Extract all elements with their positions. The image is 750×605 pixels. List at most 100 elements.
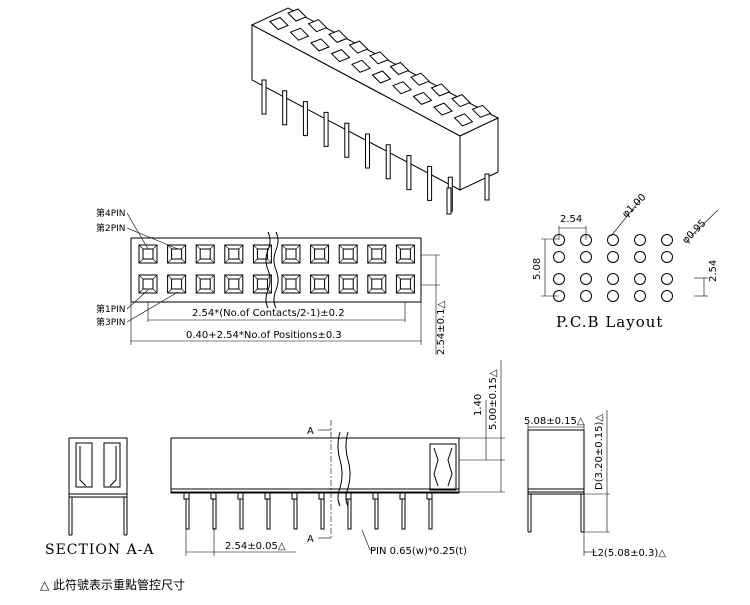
pcb-hole xyxy=(634,290,646,302)
iso-pin xyxy=(365,133,370,169)
front-pin-shoulder xyxy=(426,492,433,500)
top-socket-bevel xyxy=(253,258,258,264)
top-socket-bevel xyxy=(410,244,415,250)
front-pin xyxy=(293,498,298,530)
top-socket-bevel xyxy=(410,258,415,264)
iso-pin xyxy=(385,144,391,180)
side-view: 5.08±0.15△ D(3.20±0.15)△ L2(5.08±0.3)△ xyxy=(524,410,666,559)
iso-socket xyxy=(471,104,492,118)
iso-socket xyxy=(392,81,412,95)
top-socket-bevel xyxy=(281,258,287,264)
top-socket xyxy=(310,244,330,264)
pcb-row-sep: 5.08 xyxy=(532,258,543,280)
pcb-hole xyxy=(553,273,565,285)
top-socket xyxy=(138,274,158,294)
top-socket-inner xyxy=(399,248,411,260)
top-socket-bevel xyxy=(367,288,373,294)
top-socket xyxy=(395,274,415,294)
iso-pin xyxy=(484,173,490,201)
top-socket-inner xyxy=(371,278,383,290)
dim-pitch-bottom: 2.54±0.05△ xyxy=(225,541,286,552)
top-socket xyxy=(395,244,415,264)
iso-socket xyxy=(310,38,330,52)
top-socket-bevel xyxy=(381,288,387,294)
dim-l2: L2(5.08±0.3)△ xyxy=(592,548,666,559)
pcb-hole xyxy=(661,234,673,246)
top-socket-bevel xyxy=(281,244,287,250)
top-socket-bevel xyxy=(152,244,158,250)
pcb-hole xyxy=(661,251,673,263)
top-socket-bevel xyxy=(224,244,230,250)
top-socket-inner xyxy=(342,248,354,260)
section-view: SECTION A-A xyxy=(45,437,154,558)
pcb-hole xyxy=(661,273,673,285)
pin3-label: 第3PIN xyxy=(96,316,126,328)
top-socket-bevel xyxy=(324,274,329,280)
pcb-pitch: 2.54 xyxy=(560,214,582,225)
top-socket-bevel xyxy=(238,258,244,264)
top-socket-bevel xyxy=(410,274,415,280)
top-socket-bevel xyxy=(195,244,201,250)
isometric-view xyxy=(250,7,500,215)
iso-socket xyxy=(371,70,392,84)
top-socket-bevel xyxy=(209,288,215,294)
top-socket-bevel xyxy=(396,244,401,250)
top-socket xyxy=(338,274,358,294)
top-socket xyxy=(310,274,330,294)
top-socket-bevel xyxy=(324,244,329,250)
iso-socket xyxy=(412,91,433,105)
top-socket-bevel xyxy=(209,244,215,250)
front-pin xyxy=(401,498,406,530)
top-socket-bevel xyxy=(195,258,201,264)
pin4-label: 第4PIN xyxy=(96,207,126,219)
top-socket-bevel xyxy=(324,288,329,294)
top-socket-bevel xyxy=(396,258,401,264)
top-socket-bevel xyxy=(352,244,358,250)
top-socket-inner xyxy=(199,278,211,290)
top-socket-inner xyxy=(142,248,154,260)
top-socket-inner xyxy=(199,248,211,260)
pcb-hole xyxy=(634,273,646,285)
top-socket-inner xyxy=(256,248,268,260)
pcb-hole xyxy=(580,273,592,285)
dim-row-pitch: 2.54±0.1△ xyxy=(436,300,447,355)
top-socket-bevel xyxy=(295,288,301,294)
pcb-title: P.C.B Layout xyxy=(556,313,663,331)
pcb-hole xyxy=(607,234,619,246)
top-view: 第4PIN 第2PIN 第1PIN 第3PIN 2.54*(No.of Cont… xyxy=(96,207,447,355)
pcb-hole xyxy=(634,234,646,246)
iso-pin xyxy=(344,122,350,158)
top-socket-bevel xyxy=(367,244,373,250)
top-socket-bevel xyxy=(352,258,358,264)
top-socket-bevel xyxy=(253,274,258,280)
top-socket-inner xyxy=(342,278,354,290)
top-socket-bevel xyxy=(295,244,301,250)
iso-socket xyxy=(433,102,453,116)
top-socket-bevel xyxy=(295,274,301,280)
top-socket xyxy=(167,244,187,264)
iso-socket xyxy=(351,59,371,73)
top-socket xyxy=(195,274,215,294)
iso-socket xyxy=(389,61,410,76)
section-mark-bottom: A xyxy=(307,534,314,545)
top-socket-bevel xyxy=(238,288,244,294)
top-socket-bevel xyxy=(352,274,358,280)
top-socket-bevel xyxy=(410,288,415,294)
top-socket-inner xyxy=(228,248,240,260)
front-pin-shoulder xyxy=(372,492,379,500)
top-socket-bevel xyxy=(167,274,172,280)
top-socket-bevel xyxy=(224,274,230,280)
iso-socket xyxy=(289,27,310,41)
front-pin xyxy=(320,498,325,530)
dim-side-width: 5.08±0.15△ xyxy=(524,416,585,427)
top-socket xyxy=(281,274,301,294)
top-socket xyxy=(224,244,244,264)
front-pin xyxy=(239,498,244,530)
pcb-hole xyxy=(661,290,673,302)
pin-spec: PIN 0.65(w)*0.25(t) xyxy=(370,546,467,557)
section-mark-top: A xyxy=(307,426,314,437)
top-socket-bevel xyxy=(181,288,186,294)
top-socket-inner xyxy=(142,278,154,290)
front-pin-shoulder xyxy=(264,492,271,500)
